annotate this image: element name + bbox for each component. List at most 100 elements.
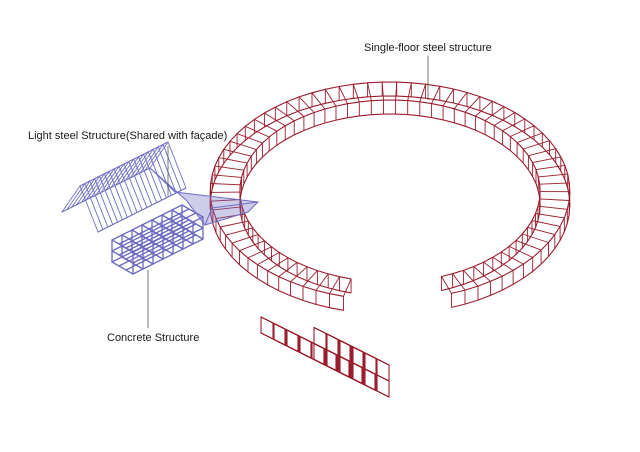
- steel-ring-rafter: [367, 82, 372, 102]
- concrete-beam: [118, 208, 190, 245]
- steel-ring-rafter: [483, 261, 503, 277]
- concrete-frame-structure: [111, 204, 204, 275]
- concrete-beam: [118, 230, 190, 267]
- steel-ring-rafter: [515, 239, 542, 251]
- steel-ring-rafter: [431, 85, 441, 105]
- steel-ring-rafter: [539, 198, 570, 201]
- light-steel-eave: [97, 187, 187, 233]
- concrete-beam: [111, 215, 183, 252]
- steel-ring-rafter: [286, 101, 305, 117]
- steel-ring-rafter: [231, 234, 259, 244]
- light-steel-rafter: [125, 153, 145, 181]
- steel-ring-rafter: [290, 266, 308, 283]
- light-steel-rafter: [110, 161, 130, 189]
- steel-ring-rafter: [474, 100, 493, 117]
- steel-block-beam: [313, 326, 354, 348]
- steel-ring-rafter: [527, 226, 556, 236]
- steel-ring-rafter: [315, 273, 329, 291]
- light-steel-rafter: [108, 170, 128, 218]
- concrete-structure-label: Concrete Structure: [107, 332, 200, 344]
- steel-ring-rafter: [419, 83, 427, 103]
- steel-ring-rafter: [263, 112, 286, 127]
- concrete-beam: [125, 234, 197, 271]
- light-steel-rafter: [118, 165, 138, 213]
- light-steel-rafter: [99, 175, 119, 223]
- steel-ring-rafter: [521, 233, 549, 243]
- light-steel-eave: [61, 167, 151, 213]
- steel-ring-rafter: [539, 182, 570, 185]
- steel-ring-rafter: [324, 88, 337, 107]
- steel-ring-rafter: [407, 82, 412, 102]
- light-steel-rafter: [113, 168, 133, 216]
- steel-ring-rafter: [509, 125, 535, 137]
- concrete-beam: [181, 204, 204, 218]
- light-steel-rafter: [89, 180, 109, 228]
- light-steel-canopy-edge: [204, 201, 259, 226]
- light-steel-rafter: [143, 153, 163, 201]
- steel-ring-rafter: [229, 140, 257, 150]
- steel-ring-rafter: [247, 246, 272, 259]
- steel-ring-rafter: [298, 96, 315, 113]
- steel-ring-rafter: [210, 183, 241, 186]
- light-steel-rafter: [105, 163, 125, 191]
- steel-ring-rafter: [239, 240, 265, 252]
- steel-ring-rafter: [329, 276, 340, 295]
- steel-ring-rafter: [452, 273, 466, 291]
- steel-ring-rafter: [462, 269, 479, 287]
- concrete-beam: [125, 212, 197, 249]
- steel-ring-rafter: [531, 220, 561, 227]
- light-steel-rafter: [94, 178, 114, 226]
- light-steel-rafter: [103, 173, 123, 221]
- steel-frame-block: [260, 316, 390, 398]
- light-steel-label: Light steel Structure(Shared with façade…: [28, 130, 228, 142]
- steel-ring-rafter: [522, 140, 550, 150]
- steel-ring-rafter: [219, 220, 249, 228]
- steel-ring-rafter: [256, 252, 280, 266]
- steel-ring-rafter: [453, 92, 468, 110]
- light-steel-rafter: [149, 141, 169, 169]
- concrete-beam: [125, 223, 197, 260]
- concrete-beam: [118, 219, 190, 256]
- light-steel-rafter: [123, 163, 143, 211]
- label-leader-lines: [147, 55, 429, 329]
- steel-block-beam: [260, 316, 301, 338]
- steel-ring-rafter: [537, 205, 568, 210]
- concrete-beam: [111, 261, 134, 275]
- concrete-beam: [132, 227, 204, 264]
- steel-ring-rafter: [508, 245, 534, 258]
- concrete-beam: [132, 216, 204, 253]
- steel-ring-rafter: [532, 156, 562, 164]
- steel-ring-rafter: [535, 213, 565, 219]
- steel-ring-rafter: [343, 278, 352, 297]
- light-steel-rafter: [85, 173, 105, 201]
- steel-block-beam: [260, 332, 301, 354]
- steel-ring-rafter: [218, 157, 248, 164]
- steel-ring-rafter: [214, 165, 245, 171]
- steel-ring-rafter: [338, 86, 348, 105]
- steel-ring-rafter: [484, 106, 505, 122]
- light-steel-rafter: [76, 178, 96, 206]
- light-steel-rafter: [66, 183, 86, 211]
- steel-ring-rafter: [500, 251, 524, 265]
- light-steel-rafter: [90, 170, 110, 198]
- light-steel-rafter: [138, 156, 158, 204]
- light-steel-rafter: [84, 183, 104, 231]
- steel-ring-rafter: [516, 132, 543, 144]
- steel-ring-rafter: [274, 106, 295, 122]
- light-steel-rafter: [61, 185, 81, 213]
- light-steel-rafter: [144, 143, 164, 171]
- steel-ring-rafter: [302, 270, 318, 287]
- steel-ring-rafter: [311, 92, 326, 110]
- light-steel-rafter: [115, 158, 135, 186]
- light-steel-rafter: [133, 158, 153, 206]
- single-floor-steel-label: Single-floor steel structure: [364, 42, 492, 54]
- steel-ring-rafter: [442, 88, 455, 107]
- concrete-beam: [111, 204, 183, 241]
- steel-ring-rafter: [352, 83, 360, 103]
- light-steel-ridge: [79, 141, 169, 187]
- light-steel-rafter: [128, 161, 148, 209]
- concrete-beam: [132, 238, 204, 275]
- light-steel-rafter: [81, 175, 101, 203]
- steel-ring-rafter: [244, 125, 270, 138]
